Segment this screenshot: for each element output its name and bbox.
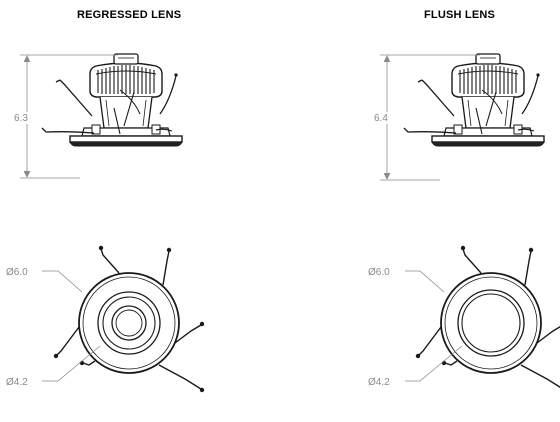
regressed-bezel-ring [97,291,161,355]
flush-side-view [403,53,545,147]
regressed-lens-ring [111,305,147,341]
regressed-diameter-leaders [42,270,101,382]
flush-height-dimension [380,54,480,181]
flush-diameter-leaders [405,270,463,382]
regressed-side-view [41,53,183,147]
flush-plan-view [415,245,560,393]
regressed-plan-view [53,245,205,393]
flush-lens-title: FLUSH LENS [424,9,496,21]
regressed-height-dimension [20,54,118,179]
flush-height-label: 6.4 [374,113,388,124]
regressed-lens-diameter-label: Ø4.2 [6,377,28,388]
flush-bezel-ring [457,289,525,357]
regressed-outer-diameter-label: Ø6.0 [6,267,28,278]
flush-lens-diameter-label: Ø4.2 [368,377,390,388]
regressed-lens-title: REGRESSED LENS [77,9,182,21]
regressed-height-label: 6.3 [14,113,28,124]
flush-lens-ring [461,293,521,353]
flush-outer-diameter-label: Ø6.0 [368,267,390,278]
